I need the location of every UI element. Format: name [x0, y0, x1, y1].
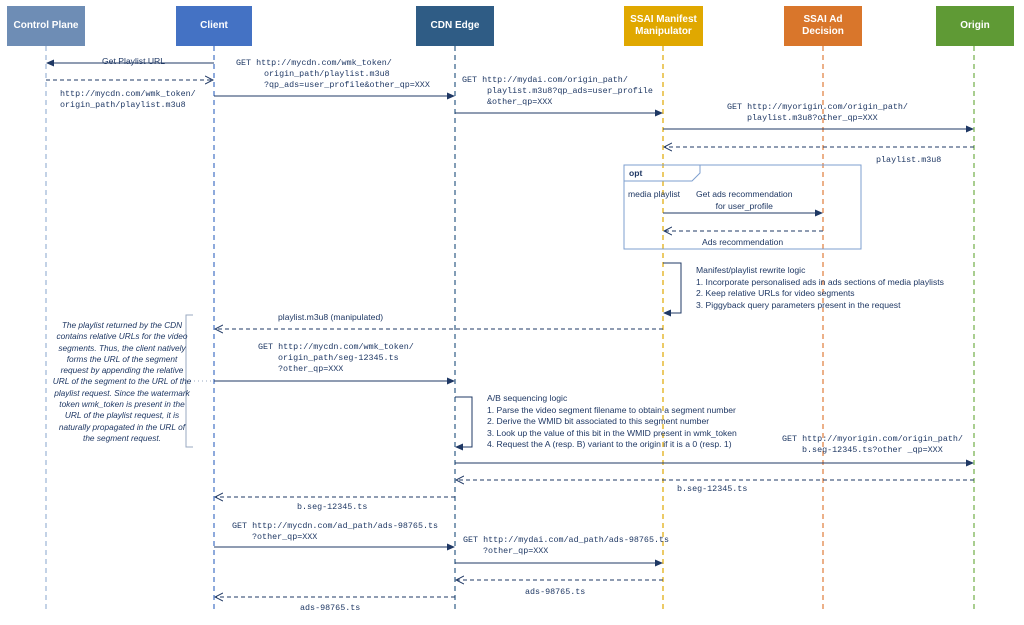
- label-line: GET http://mycdn.com/ad_path/ads-98765.t…: [232, 521, 439, 531]
- participant-ssai-ad-label: SSAI Ad Decision: [802, 14, 844, 37]
- label-line: for user_profile: [715, 201, 773, 211]
- label-client-playlist-request: GET http://mycdn.com/wmk_token/ origin_p…: [236, 58, 430, 91]
- label-line: 3. Look up the value of this bit in the …: [487, 427, 737, 438]
- label-cdn-ad-response: ads-98765.ts: [300, 603, 361, 613]
- opt-tag: [624, 164, 701, 182]
- label-line: ?other_qp=XXX: [252, 532, 318, 542]
- label-line: ?other_qp=XXX: [278, 364, 344, 374]
- label-client-segment-request: GET http://mycdn.com/wmk_token/ origin_p…: [258, 342, 414, 375]
- rewrite-logic-text: Manifest/playlist rewrite logic 1. Incor…: [696, 265, 944, 311]
- label-ssai-to-origin-request: GET http://myorigin.com/origin_path/ pla…: [727, 102, 908, 124]
- label-cdn-segment-response: b.seg-12345.ts: [297, 502, 368, 512]
- label-line: origin_path/playlist.m3u8: [264, 69, 390, 79]
- label-line: GET http://mycdn.com/wmk_token/: [236, 58, 392, 68]
- label-line: 2. Derive the WMID bit associated to thi…: [487, 416, 710, 426]
- participant-ssai-ad: SSAI Ad Decision: [784, 6, 862, 46]
- label-line: playlist.m3u8?qp_ads=user_profile: [487, 86, 653, 96]
- label-client-ad-request: GET http://mycdn.com/ad_path/ads-98765.t…: [232, 521, 438, 543]
- arrow-ab-self: [455, 396, 473, 451]
- label-line: origin_path/playlist.m3u8: [60, 100, 186, 110]
- label-origin-segment-response: b.seg-12345.ts: [677, 484, 748, 494]
- arrow-rewrite-self: [663, 262, 682, 317]
- client-note: The playlist returned by the CDN contain…: [52, 320, 192, 443]
- label-playlist-url-return: http://mycdn.com/wmk_token/ origin_path/…: [60, 89, 196, 111]
- label-ads-recommendation: Ads recommendation: [702, 237, 784, 247]
- label-line: http://mycdn.com/wmk_token/: [60, 89, 196, 99]
- participant-origin: Origin: [936, 6, 1014, 46]
- label-line: Manifest/playlist rewrite logic: [696, 265, 806, 275]
- participant-client: Client: [176, 6, 252, 46]
- opt-condition: media playlist: [628, 189, 681, 199]
- ab-logic-text: A/B sequencing logic 1. Parse the video …: [487, 393, 737, 451]
- label-cdn-to-ssai-ad-request: GET http://mydai.com/ad_path/ads-98765.t…: [463, 535, 669, 557]
- label-line: 1. Incorporate personalised ads in ads s…: [696, 276, 944, 287]
- label-line: &other_qp=XXX: [487, 97, 553, 107]
- label-line: ?qp_ads=user_profile&other_qp=XXX: [264, 80, 430, 90]
- label-line: GET http://mydai.com/ad_path/ads-98765.t…: [463, 535, 670, 545]
- label-line: GET http://myorigin.com/origin_path/: [727, 102, 908, 112]
- label-cdn-to-ssai-request: GET http://mydai.com/origin_path/ playli…: [462, 75, 653, 108]
- label-line: 2. Keep relative URLs for video segments: [696, 288, 855, 298]
- label-get-playlist-url: Get Playlist URL: [102, 56, 166, 66]
- opt-label: opt: [629, 168, 643, 178]
- label-line: playlist.m3u8?other_qp=XXX: [747, 113, 878, 123]
- label-manipulated-playlist: playlist.m3u8 (manipulated): [278, 312, 384, 322]
- label-cdn-to-origin-segment: GET http://myorigin.com/origin_path/ b.s…: [782, 434, 963, 456]
- participant-ssai-manifest: SSAI Manifest Manipulator: [624, 6, 703, 46]
- label-line: 1. Parse the video segment filename to o…: [487, 404, 736, 415]
- label-line: 3. Piggyback query parameters present in…: [696, 299, 901, 310]
- label-line: GET http://mydai.com/origin_path/: [462, 75, 628, 85]
- label-line: 4. Request the A (resp. B) variant to th…: [487, 439, 732, 449]
- opt-fragment: [623, 164, 862, 250]
- label-ssai-ad-response: ads-98765.ts: [525, 587, 586, 597]
- participant-control-plane: Control Plane: [7, 6, 85, 46]
- label-origin-playlist-response: playlist.m3u8: [876, 155, 942, 165]
- label-line: A/B sequencing logic: [487, 393, 568, 403]
- label-line: origin_path/seg-12345.ts: [278, 353, 399, 363]
- label-line: Get ads recommendation: [696, 189, 793, 199]
- label-line: b.seg-12345.ts?other _qp=XXX: [802, 445, 943, 455]
- participant-ssai-manifest-label: SSAI Manifest Manipulator: [630, 14, 697, 37]
- label-line: GET http://myorigin.com/origin_path/: [782, 434, 963, 444]
- label-get-ads-recommendation: Get ads recommendation for user_profile: [696, 188, 793, 212]
- label-line: ?other_qp=XXX: [483, 546, 549, 556]
- participant-cdn-edge: CDN Edge: [416, 6, 494, 46]
- label-line: GET http://mycdn.com/wmk_token/: [258, 342, 414, 352]
